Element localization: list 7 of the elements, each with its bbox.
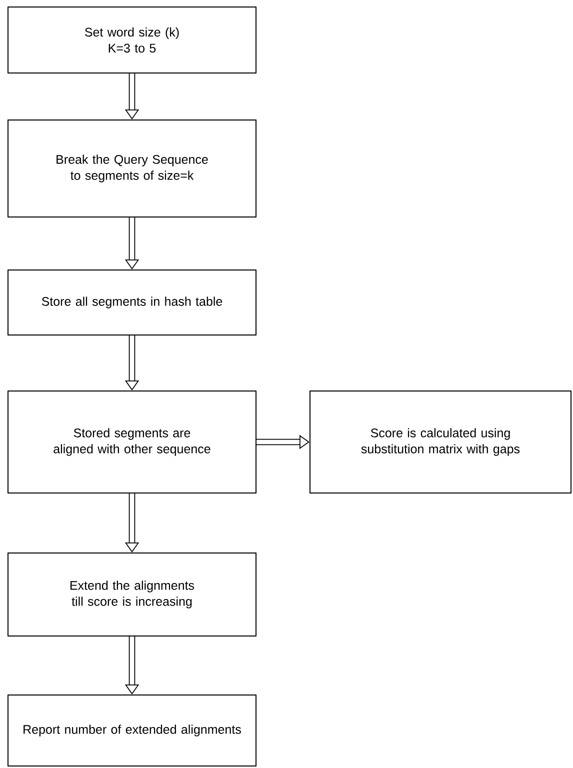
process-box: Store all segments in hash table [8,270,256,336]
process-box: Score is calculated using substitution matrix with gaps [310,390,572,494]
process-box: Break the Query Sequence to segments of size=k [8,120,256,218]
process-box: Set word size (k) K=3 to 5 [8,6,256,74]
process-box: Extend the alignments till score is increasing [8,552,256,636]
process-box: Stored segments are aligned with other sequence [8,390,256,494]
process-box: Report number of extended alignments [8,694,256,766]
